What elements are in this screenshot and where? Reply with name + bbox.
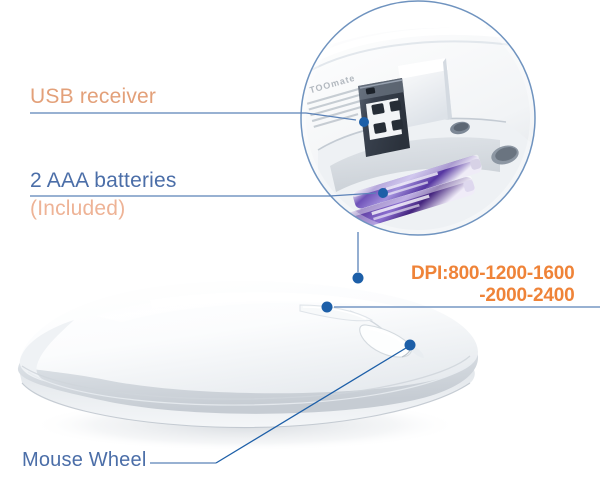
mouse-illustration [17,281,479,451]
leader-aaa-batteries-stub [329,192,377,197]
callout-label-aaa-batteries: 2 AAA batteries [30,169,177,192]
marker-mouse-wheel [404,339,416,351]
callout-label-mouse-wheel: Mouse Wheel [22,449,147,471]
leader-mouse-wheel [215,347,407,464]
callout-label-included: (Included) [30,197,126,220]
marker-dpi [321,301,333,313]
callout-label-usb-receiver: USB receiver [30,85,157,108]
leader-usb-receiver-stub [305,112,357,121]
marker-aaa-batteries [378,188,388,198]
callout-label-dpi: DPI:800-1200-1600 -2000-2400 [411,263,575,307]
dpi-line-1: DPI:800-1200-1600 [411,263,575,284]
marker-inset-to-mouse [352,272,364,284]
marker-usb-receiver [359,117,369,127]
dpi-line-2: -2000-2400 [479,284,575,306]
usb-receiver-illustration [358,58,452,157]
